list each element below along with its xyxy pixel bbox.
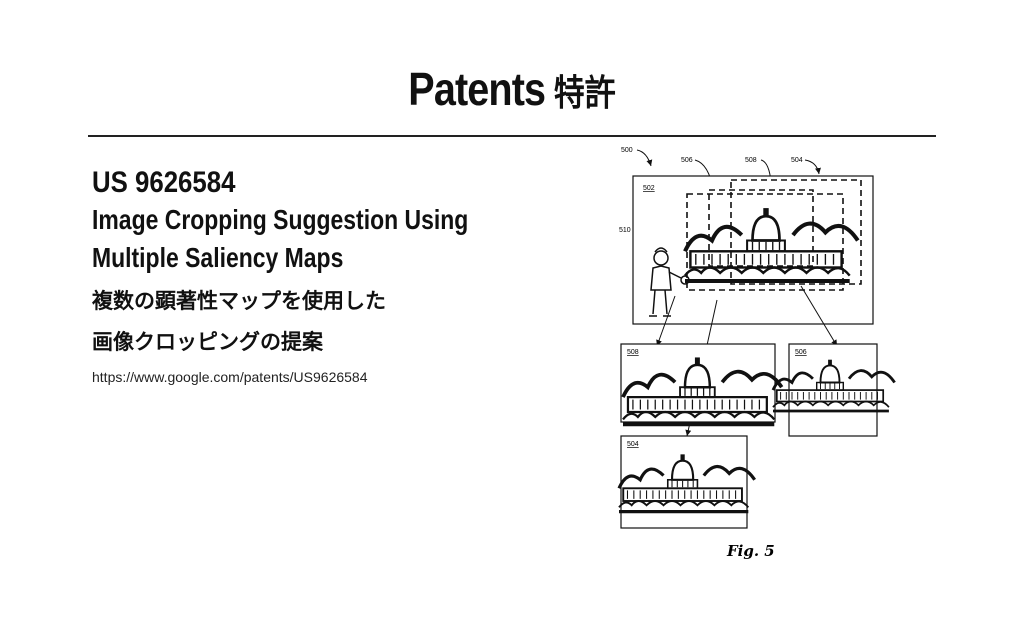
crop-508-frame xyxy=(620,343,776,423)
slide-title-en: Patents xyxy=(408,63,546,115)
ref-502: 502 xyxy=(643,185,655,192)
ref-504: 504 xyxy=(791,157,803,164)
patent-number: US 9626584 xyxy=(92,166,236,199)
ref-500: 500 xyxy=(621,147,633,154)
main-image-frame xyxy=(632,175,874,325)
slide-title-jp: 特許 xyxy=(553,73,616,114)
patent-title-ja-line2: 画像クロッピングの提案 xyxy=(92,330,323,354)
crop-504-frame xyxy=(620,435,748,529)
ref-508: 508 xyxy=(745,157,757,164)
patent-title-en-line2: Multiple Saliency Maps xyxy=(92,242,344,273)
ref-506-crop: 506 xyxy=(795,349,807,356)
figure-caption: Fig. 5 xyxy=(726,542,775,560)
ref-510: 510 xyxy=(619,227,631,234)
patent-info: US 9626584 Image Cropping Suggestion Usi… xyxy=(92,165,562,385)
patent-url[interactable]: https://www.google.com/patents/US9626584 xyxy=(92,369,368,385)
title-divider xyxy=(88,135,936,137)
ref-506: 506 xyxy=(681,157,693,164)
ref-504-crop: 504 xyxy=(627,441,639,448)
ref-508-crop: 508 xyxy=(627,349,639,356)
person-figure xyxy=(649,247,690,317)
patent-figure: 500 506 508 504 510 502 508 506 504 Fig.… xyxy=(617,147,897,560)
patent-title-ja-line1: 複数の顕著性マップを使用した xyxy=(92,289,386,313)
patent-title-en-line1: Image Cropping Suggestion Using xyxy=(92,204,469,235)
